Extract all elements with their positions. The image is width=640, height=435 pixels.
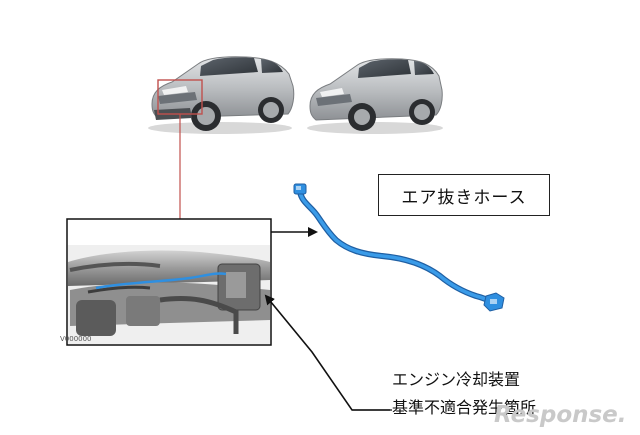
caption-line-1: エンジン冷却装置 — [392, 370, 521, 389]
caption-line-2: 基準不適合発生箇所 — [392, 398, 537, 417]
engine-inset — [66, 218, 272, 346]
hose-illustration — [293, 183, 505, 312]
inset-code-text: V000000 — [60, 335, 92, 343]
response-watermark-logo: Response. — [494, 402, 627, 428]
arrow-to-location — [264, 294, 390, 411]
car-left-image — [148, 56, 295, 134]
car-right-image — [307, 58, 443, 134]
inset-hose — [95, 272, 227, 290]
hose-label-text: エア抜きホース — [401, 187, 527, 208]
hose-label-box: エア抜きホース — [378, 174, 550, 216]
